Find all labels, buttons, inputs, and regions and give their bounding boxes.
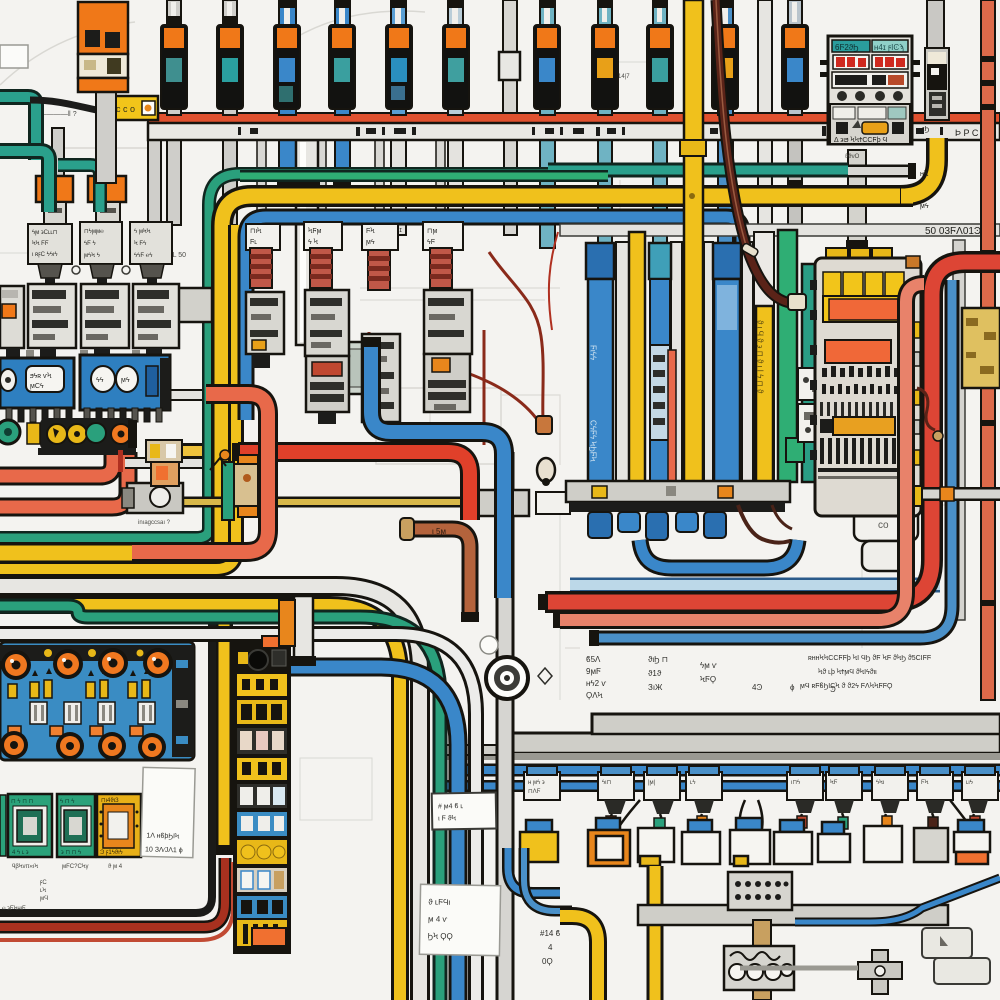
svg-text:ϟ ⊓ ϟ: ϟ ⊓ ϟ <box>60 799 75 805</box>
svg-text:50 03ϜΛ01Ͽ: 50 03ϜΛ01Ͽ <box>925 226 981 237</box>
svg-text:4 ϟ ʟ ϶: 4 ϟ ʟ ϶ <box>12 850 29 856</box>
svg-text:ϑιϦ ⊓: ϑιϦ ⊓ <box>648 655 668 664</box>
svg-text:ϕ: ϕ <box>790 683 795 692</box>
svg-text:AL 50: AL 50 <box>168 252 186 259</box>
svg-text:Ͽ ϝ1ϟϑιϟ: Ͽ ϝ1ϟϑιϟ <box>100 850 124 856</box>
svg-text:ι Ϝ ϑϞ: ι Ϝ ϑϞ <box>438 815 457 822</box>
svg-text:#14 ϐ: #14 ϐ <box>540 929 561 938</box>
svg-text:c c o: c c o <box>116 104 135 114</box>
svg-text:ЗıЖ: ЗıЖ <box>648 683 663 692</box>
svg-text:⊓ϟϻϻ℮: ⊓ϟϻϻ℮ <box>84 229 104 235</box>
svg-text:inıagccsaı ?: inıagccsaı ? <box>138 520 171 526</box>
svg-text:Ϟ Ϝϟ: Ϟ Ϝϟ <box>134 241 147 247</box>
svg-text:ʟϟ: ʟϟ <box>690 780 696 786</box>
svg-text:Ϟϑ ʟϸ ϞϮϻϤ ϑϞΙϟϑιι: Ϟϑ ʟϸ ϞϮϻϤ ϑϞΙϟϑιι <box>818 669 877 676</box>
svg-text:ϞϜϘ: ϞϜϘ <box>700 675 716 684</box>
svg-text:ϦϞ ϘϘ: ϦϞ ϘϘ <box>428 931 453 940</box>
svg-text:ϞϜϻ: ϞϜϻ <box>308 228 322 235</box>
svg-text:Ϸ P C: Ϸ P C <box>955 128 979 138</box>
svg-text:ι⊓ϟ: ι⊓ϟ <box>791 780 801 786</box>
svg-text:ϻ 4 ⱱ: ϻ 4 ⱱ <box>428 914 448 923</box>
svg-text:ϑϑνΟ: ϑϑνΟ <box>845 154 860 160</box>
svg-text:4Ͽ: 4Ͽ <box>752 683 762 692</box>
svg-text:ϞϞ ϜϜ: ϞϞ ϜϜ <box>32 241 49 247</box>
svg-text:ʀʜʜϞϞϹϹϜϜϸ ϞΙ ϤϦ ϑϜ ϞϜ ϑϞϦ ϑ5Ϲ: ʀʜʜϞϞϹϹϜϜϸ ϞΙ ϤϦ ϑϜ ϞϜ ϑϞϦ ϑ5ϹΙϜϜ <box>808 655 931 662</box>
svg-text:ϻϜϹ?ϹϞγ: ϻϜϹ?ϹϞγ <box>62 864 89 870</box>
svg-text:⊓ιϞ: ⊓ιϞ <box>250 228 262 235</box>
svg-text:ϥβϞνπ«ιϞ: ϥβϞνπ«ιϞ <box>12 864 38 870</box>
svg-text:Ϝιϟϟ: Ϝιϟϟ <box>589 345 598 361</box>
svg-text:ɪϦ: ɪϦ <box>922 126 929 133</box>
svg-text:ϜϞ: ϜϞ <box>921 780 929 786</box>
svg-text:ϑ ϻ 4: ϑ ϻ 4 <box>108 864 123 870</box>
svg-text:‖—————‖ ?: ‖—————‖ ? <box>30 111 77 118</box>
svg-text:Ͽ: Ͽ <box>830 685 836 694</box>
svg-text:ϑ ʟϜϤι: ϑ ʟϜϤι <box>428 897 450 906</box>
svg-text:ϝϹ: ϝϹ <box>40 880 47 886</box>
svg-text:ι ʀϝϹ ϟϟιϟ: ι ʀϝϹ ϟϟιϟ <box>32 252 58 258</box>
svg-text:10 ЗΛ⁄ЈΛ1 ϕ: 10 ЗΛ⁄ЈΛ1 ϕ <box>145 846 183 854</box>
svg-text:ϟ ϻϞϞ: ϟ ϻϞϞ <box>134 229 151 235</box>
svg-text:ʜϞ: ʜϞ <box>920 171 929 178</box>
svg-text:ϟϟϜ ℮ϟ: ϟϟϜ ℮ϟ <box>134 253 153 259</box>
svg-text:ʜ ϻϟ ϶: ʜ ϻϟ ϶ <box>528 780 545 786</box>
svg-text:ϟϜ: ϟϜ <box>427 239 435 246</box>
svg-text:ϟϞι: ϟϞι <box>876 780 885 786</box>
svg-text:ϑ ι Ϥ ϑ ϶ ⊓ ϑ ι Ι ϟ ⊓ ϑ: ϑ ι Ϥ ϑ ϶ ⊓ ϑ ι Ι ϟ ⊓ ϑ <box>756 320 765 394</box>
svg-text:ϻϟϞ ϟ: ϻϟϞ ϟ <box>84 253 101 259</box>
svg-text:ϹϟϜϟ ϞϦϜϞ: ϹϟϜϟ ϞϦϜϞ <box>589 420 598 462</box>
svg-text:Δ ϶ιϧ ϞϞϮϹϹϜϸ Ϥ: Δ ϶ιϧ ϞϞϮϹϹϜϸ Ϥ <box>834 137 888 144</box>
svg-text:ϞϜ: ϞϜ <box>830 780 838 786</box>
svg-text:Ϝʟ: Ϝʟ <box>250 239 257 246</box>
svg-text:℮ ϶ϜϞʜιϜ: ℮ ϶ϜϞʜιϜ <box>2 906 26 912</box>
svg-text:ʟϞ: ʟϞ <box>40 888 46 894</box>
svg-text:1Λ ʜϐϸϦΙϞ: 1Λ ʜϐϸϦΙϞ <box>146 832 180 840</box>
svg-text:⊓ΛϜ: ⊓ΛϜ <box>528 789 541 795</box>
svg-text:⊓ι4ϑιЗ: ⊓ι4ϑιЗ <box>101 798 119 804</box>
svg-text:ϟϜ ϟ: ϟϜ ϟ <box>84 241 97 247</box>
svg-text:ϻϟ: ϻϟ <box>121 377 130 384</box>
svg-text:ϟ Ϟ: ϟ Ϟ <box>308 239 319 246</box>
svg-text:ϻϟ: ϻϟ <box>366 239 375 246</box>
svg-text:ϟϻ ϶Ϲʟʟ⊓: ϟϻ ϶Ϲʟʟ⊓ <box>32 230 58 236</box>
svg-text:9ϻϜ: 9ϻϜ <box>586 667 601 676</box>
svg-text:ϑ1ϑ: ϑ1ϑ <box>648 669 662 678</box>
svg-text:ϐ5Λ: ϐ5Λ <box>586 655 601 664</box>
svg-text:14|7: 14|7 <box>618 74 630 80</box>
svg-text:ʜ4ɪ ϝΙϾϡ: ʜ4ɪ ϝΙϾϡ <box>874 43 904 52</box>
svg-text:ϻϤ ʀϜϐϦΙϹϞ ϑ ϑ2ϟ ϜΛϞϞϜϜϘ: ϻϤ ʀϜϐϦΙϹϞ ϑ ϑ2ϟ ϜΛϞϞϜϜϘ <box>800 683 893 690</box>
svg-text:4: 4 <box>548 943 553 952</box>
svg-text:ϟι⊓: ϟι⊓ <box>602 780 612 786</box>
svg-text:6Ϝ2ϑϦ: 6Ϝ2ϑϦ <box>835 43 859 52</box>
svg-text:ϟϻ ⱱ: ϟϻ ⱱ <box>700 661 717 670</box>
svg-text:ʜϟ2 ⱱ: ʜϟ2 ⱱ <box>586 679 606 688</box>
svg-text:⊓ ϟ ⊓ ⊓: ⊓ ϟ ⊓ ⊓ <box>11 799 34 805</box>
svg-text:ϘΛϞ: ϘΛϞ <box>586 691 603 700</box>
svg-text:ϜϞ: ϜϞ <box>366 228 375 235</box>
svg-text:ϧϟʀ ⱱϞ: ϧϟʀ ⱱϞ <box>30 373 52 380</box>
svg-text:϶ ⊓ ⊓ ϟ: ϶ ⊓ ⊓ ϟ <box>61 850 82 856</box>
svg-text:ϻϹϟ: ϻϹϟ <box>30 383 44 390</box>
svg-text:0Ϙ: 0Ϙ <box>542 957 553 966</box>
svg-text:ι 5ϻ: ι 5ϻ <box>432 527 446 536</box>
svg-text:ϲο: ϲο <box>878 520 889 531</box>
svg-text:|ϻ|: |ϻ| <box>648 780 656 786</box>
svg-text:ϻϤ: ϻϤ <box>40 896 48 902</box>
svg-text:# ϻ4 ϐ ʟ: # ϻ4 ϐ ʟ <box>438 803 464 810</box>
svg-text:ϟϟ: ϟϟ <box>96 377 104 384</box>
svg-text:ʟιϟ: ʟιϟ <box>966 780 974 786</box>
svg-text:ϻϟ: ϻϟ <box>920 203 929 210</box>
svg-text:⊓ϻ: ⊓ϻ <box>427 228 437 235</box>
